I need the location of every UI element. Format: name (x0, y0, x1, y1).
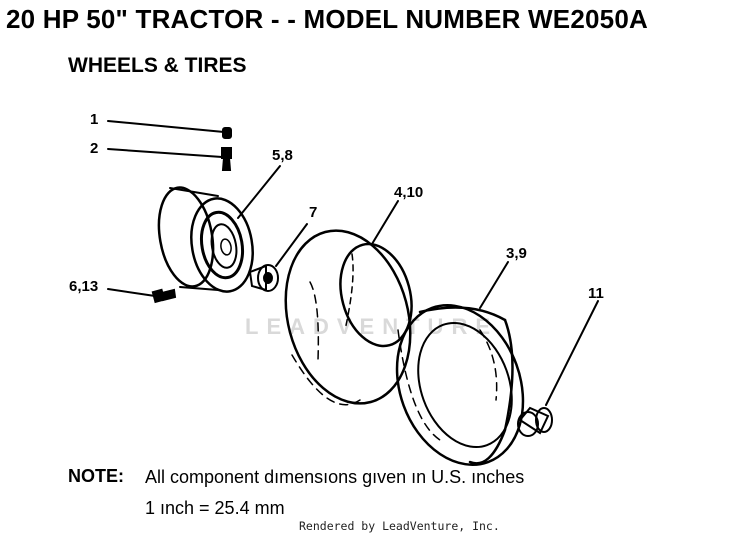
callout-4-10: 4,10 (394, 184, 423, 201)
callout-3-9: 3,9 (506, 245, 527, 262)
leader-line-7 (275, 223, 308, 267)
spacer-bushing-part (248, 264, 279, 292)
callout-1: 1 (90, 111, 98, 128)
leader-line-6-13 (107, 288, 156, 297)
diagram-title: 20 HP 50" TRACTOR - - MODEL NUMBER WE205… (6, 4, 648, 34)
unit-conversion: 1 ınch = 25.4 mm (145, 498, 285, 518)
note-text: All component dımensıons gıven ın U.S. ı… (145, 467, 525, 487)
callout-2: 2 (90, 140, 98, 157)
leader-line-4-10 (371, 200, 399, 245)
lug-bolt-part (151, 288, 177, 304)
wheel-rim-part (157, 186, 254, 293)
render-credit: Rendered by LeadVenture, Inc. (299, 519, 500, 533)
bearing-part (517, 406, 553, 437)
leader-line-2 (107, 148, 223, 158)
valve-stem-part (221, 147, 232, 171)
leader-line-3-9 (479, 261, 509, 309)
front-tire-part (284, 229, 413, 406)
callout-6-13: 6,13 (69, 278, 98, 295)
callout-7: 7 (309, 204, 317, 221)
leader-line-5-8 (237, 165, 281, 219)
callout-11: 11 (588, 285, 604, 302)
section-title: WHEELS & TIRES (68, 54, 247, 77)
leader-line-11 (545, 300, 599, 406)
leader-line-1 (107, 120, 225, 133)
note-label: NOTE: (68, 466, 124, 486)
rear-tire-part (395, 304, 525, 466)
valve-cap-part (222, 127, 232, 139)
callout-5-8: 5,8 (272, 147, 293, 164)
